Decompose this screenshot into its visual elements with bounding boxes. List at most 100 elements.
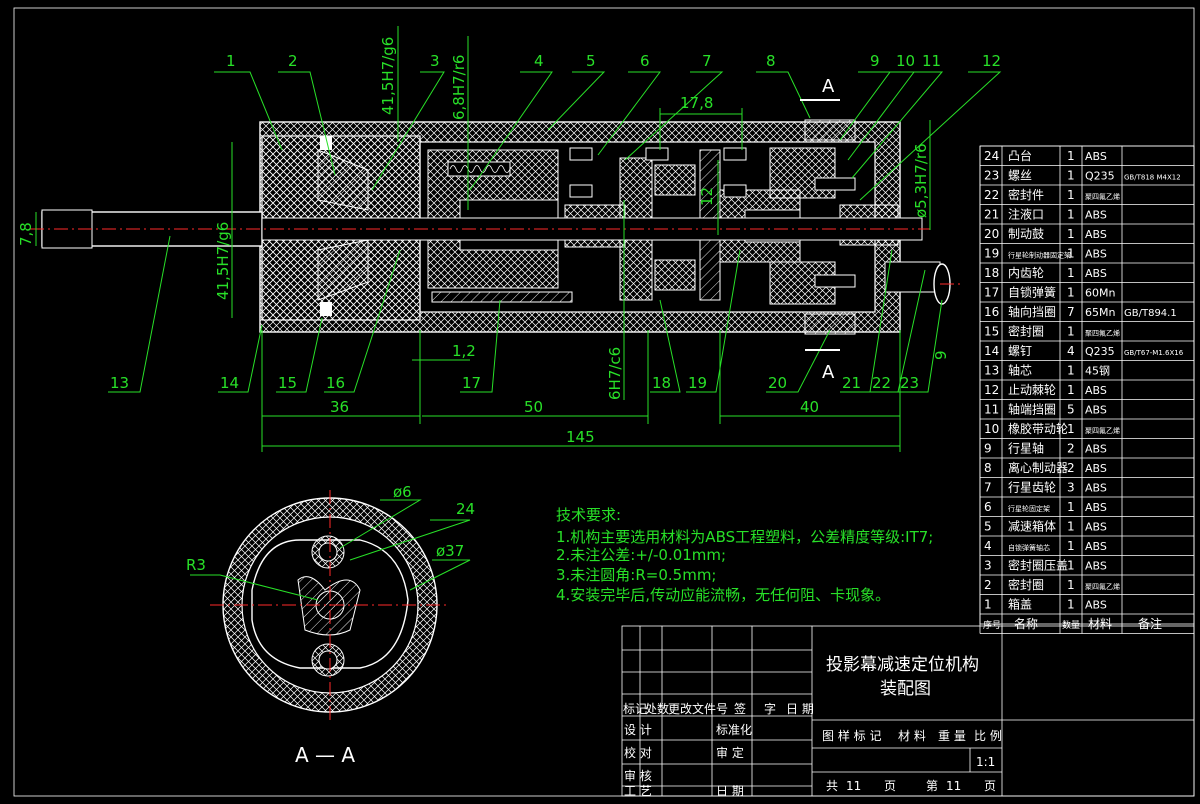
stage-label: 图 样 标 记 bbox=[822, 728, 881, 743]
bom-row-material: ABS bbox=[1085, 540, 1107, 553]
bom-row-material: ABS bbox=[1085, 560, 1107, 573]
bom-row-qty: 1 bbox=[1067, 598, 1075, 612]
bom-row-no: 3 bbox=[984, 559, 992, 573]
bom-row-material: ABS bbox=[1085, 482, 1107, 495]
bom-row-name: 凸台 bbox=[1008, 148, 1032, 163]
balloons-bottom: 13 14 15 16 17 18 19 20 21 22 23 bbox=[108, 235, 943, 393]
bom-row-no: 17 bbox=[984, 286, 999, 300]
bom-row-name: 密封圈 bbox=[1008, 577, 1044, 592]
bom-row-no: 2 bbox=[984, 578, 992, 592]
bom-row-no: 11 bbox=[984, 403, 999, 417]
dim-50: 50 bbox=[524, 398, 543, 416]
bom-row-material: ABS bbox=[1085, 209, 1107, 222]
approve-label: 审 定 bbox=[716, 745, 744, 760]
bom-row-qty: 1 bbox=[1067, 578, 1075, 592]
bom-row-name: 橡胶带动轮 bbox=[1008, 421, 1068, 436]
bom-row-name: 轴芯 bbox=[1008, 363, 1032, 378]
bom-row-qty: 1 bbox=[1067, 169, 1075, 183]
balloon-12: 12 bbox=[982, 52, 1001, 70]
bom-row-name: 箱盖 bbox=[1008, 597, 1032, 612]
tech-item-3: 3.未注圆角:R=0.5mm; bbox=[556, 566, 717, 584]
scale-label: 比 例 bbox=[974, 729, 1002, 743]
bom-row-name: 轴向挡圈 bbox=[1008, 304, 1056, 319]
dim-7-8: 7,8 bbox=[17, 222, 35, 246]
bom-row-remark: GB/T818 M4X12 bbox=[1124, 174, 1181, 182]
bom-row-no: 1 bbox=[984, 598, 992, 612]
bom-row-material: ABS bbox=[1085, 501, 1107, 514]
seal-ring-lower bbox=[320, 302, 332, 316]
bom-row-qty: 1 bbox=[1067, 286, 1075, 300]
fit-5-3: ø5,3H7/r6 bbox=[912, 143, 930, 218]
drawing-title-line2: 装配图 bbox=[880, 679, 931, 699]
section-d37: ø37 bbox=[436, 542, 464, 560]
fit-41-5-top: 41,5H7/g6 bbox=[379, 37, 397, 115]
bom-row-qty: 1 bbox=[1067, 422, 1075, 436]
bom-row-no: 7 bbox=[984, 481, 992, 495]
cut-label-bottom: A bbox=[822, 362, 835, 383]
sheets-total: 11 bbox=[846, 779, 861, 793]
bom-row-remark: GB/T67-M1.6X16 bbox=[1124, 349, 1184, 357]
drawing-title-line1: 投影幕减速定位机构 bbox=[826, 655, 979, 675]
bom-row-name: 行星轮固定架 bbox=[1008, 504, 1050, 513]
bom-row-qty: 1 bbox=[1067, 227, 1075, 241]
page-char-1: 页 bbox=[884, 779, 896, 793]
balloon-11: 11 bbox=[922, 52, 941, 70]
section-view-label: A — A bbox=[295, 743, 355, 767]
balloon-2: 2 bbox=[288, 52, 298, 70]
bom-row-qty: 3 bbox=[1067, 481, 1075, 495]
bom-row-no: 6 bbox=[984, 500, 992, 514]
section-d6: ø6 bbox=[393, 483, 412, 501]
bom-row-qty: 1 bbox=[1067, 149, 1075, 163]
page-char-2: 页 bbox=[984, 779, 996, 793]
tech-item-4: 4.安装完毕后,传动应能流畅，无任何阻、卡现象。 bbox=[556, 586, 890, 604]
section-a-a-view: ø6 24 ø37 R3 A — A bbox=[186, 483, 475, 767]
balloon-10: 10 bbox=[896, 52, 915, 70]
balloon-22: 22 bbox=[872, 374, 891, 392]
bom-row-material: 60Mn bbox=[1085, 287, 1115, 300]
dimension-lines: 36 50 40 145 17,8 1,2 12 7,8 9 41,5H7/g6… bbox=[17, 26, 950, 452]
balloon-3: 3 bbox=[430, 52, 440, 70]
bom-row-name: 注液口 bbox=[1008, 207, 1044, 222]
bom-row-material: ABS bbox=[1085, 599, 1107, 612]
tech-item-2: 2.未注公差:+/-0.01mm; bbox=[556, 546, 726, 564]
bom-row-no: 16 bbox=[984, 305, 999, 319]
cut-label-top: A bbox=[822, 76, 835, 97]
bom-row-no: 10 bbox=[984, 422, 999, 436]
dim-9: 9 bbox=[932, 350, 950, 360]
bom-row-name: 密封圈 bbox=[1008, 324, 1044, 339]
bom-row-qty: 1 bbox=[1067, 520, 1075, 534]
sheet-no: 11 bbox=[946, 779, 961, 793]
spring-coils bbox=[431, 161, 573, 303]
bom-row-no: 13 bbox=[984, 364, 999, 378]
weight-label: 重 量 bbox=[938, 729, 966, 743]
bom-row-name: 密封件 bbox=[1008, 187, 1044, 202]
bom-row-no: 19 bbox=[984, 247, 999, 261]
bom-row-qty: 1 bbox=[1067, 325, 1075, 339]
screw-body bbox=[884, 261, 941, 293]
bom-row-qty: 1 bbox=[1067, 383, 1075, 397]
planet-gear-upper bbox=[654, 164, 696, 196]
bom-row-no: 4 bbox=[984, 539, 992, 553]
bom-row-name: 制动鼓 bbox=[1008, 227, 1044, 241]
bom-row-no: 12 bbox=[984, 383, 999, 397]
bom-row-qty: 1 bbox=[1067, 364, 1075, 378]
fit-41-5-left: 41,5H7/g6 bbox=[214, 222, 232, 300]
checker-label: 校 对 bbox=[624, 745, 652, 760]
planet-pins bbox=[569, 147, 856, 288]
balloon-19: 19 bbox=[688, 374, 707, 392]
bom-row-no: 21 bbox=[984, 208, 999, 222]
balloon-18: 18 bbox=[652, 374, 671, 392]
bom-header-name: 名称 bbox=[1014, 616, 1038, 631]
scale-value: 1:1 bbox=[976, 755, 995, 769]
tech-heading: 技术要求: bbox=[556, 506, 621, 524]
bom-header-material: 材料 bbox=[1088, 617, 1112, 631]
bom-row-name: 自锁弹簧 bbox=[1008, 285, 1056, 300]
bom-row-name: 自锁弹簧轴芯 bbox=[1008, 543, 1050, 552]
bom-row-no: 14 bbox=[984, 344, 999, 358]
bom-row-name: 减速箱体 bbox=[1008, 519, 1056, 534]
bom-row-no: 5 bbox=[984, 520, 992, 534]
bom-row-material: ABS bbox=[1085, 521, 1107, 534]
bom-row-material: ABS bbox=[1085, 248, 1107, 261]
bom-row-material: ABS bbox=[1085, 404, 1107, 417]
